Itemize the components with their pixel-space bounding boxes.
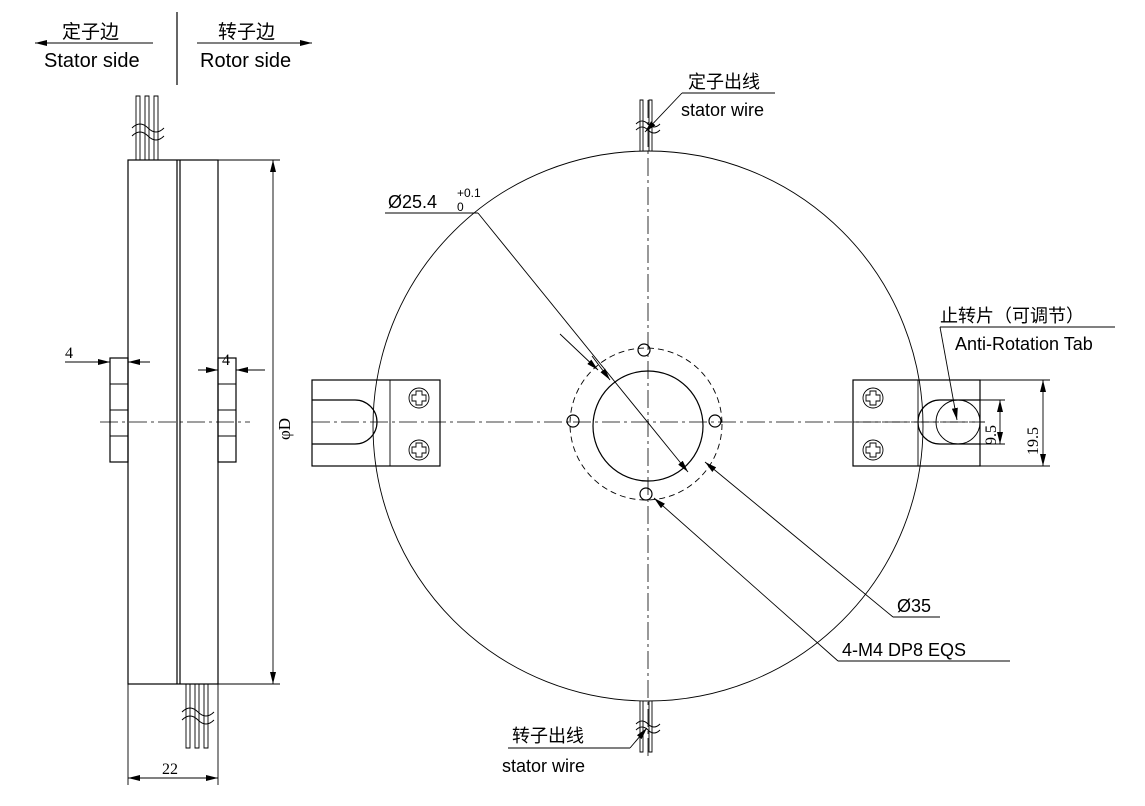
rotor-side-cn: 转子边 — [218, 21, 275, 43]
rotor-wire-label: stator wire — [502, 756, 585, 776]
side-labels: 定子边 Stator side 转子边 Rotor side — [35, 12, 312, 85]
screw-icon — [408, 439, 430, 461]
dim-diameter: φD — [275, 418, 294, 440]
rotor-side-label: Rotor side — [200, 50, 291, 72]
dim-width: 22 — [162, 761, 178, 778]
top-wires — [135, 95, 159, 160]
dim-stator-tab: 4 — [65, 345, 73, 362]
front-view: 9.5 19.5 定子出线 stator wire 转子出线 stator wi… — [311, 72, 1115, 776]
rotor-wire-cn: 转子出线 — [512, 726, 584, 746]
right-tab — [852, 379, 981, 467]
stator-side-cn: 定子边 — [62, 21, 119, 43]
hole — [566, 414, 580, 428]
bore-dim: Ø25.4 — [388, 192, 437, 212]
tab-cn: 止转片（可调节） — [940, 306, 1084, 326]
stator-wire-label: stator wire — [681, 100, 764, 120]
stator-side-label: Stator side — [44, 50, 140, 72]
screw-icon — [862, 439, 884, 461]
hole — [639, 487, 653, 501]
bore-tol-lower: 0 — [457, 200, 464, 214]
bore-tol-upper: +0.1 — [457, 186, 481, 200]
hole — [637, 343, 651, 357]
hole — [708, 414, 722, 428]
bolt-circle — [569, 347, 723, 501]
stator-wire-cn: 定子出线 — [688, 72, 760, 92]
stator-wire — [639, 99, 653, 151]
bolt-circle-dim: Ø35 — [897, 596, 931, 616]
left-tab — [311, 379, 441, 467]
dim-tab: 19.5 — [1025, 427, 1042, 455]
screw-icon — [408, 387, 430, 409]
screw-icon — [862, 387, 884, 409]
rotor-wire — [639, 701, 653, 753]
side-view: 4 4 φD 22 — [65, 95, 294, 785]
dim-rotor-tab: 4 — [222, 352, 230, 369]
bore-circle — [592, 370, 704, 482]
bottom-wires — [185, 684, 209, 749]
tab-label: Anti-Rotation Tab — [955, 334, 1093, 354]
dim-slot: 9.5 — [983, 425, 1000, 445]
holes-note: 4-M4 DP8 EQS — [842, 640, 966, 660]
